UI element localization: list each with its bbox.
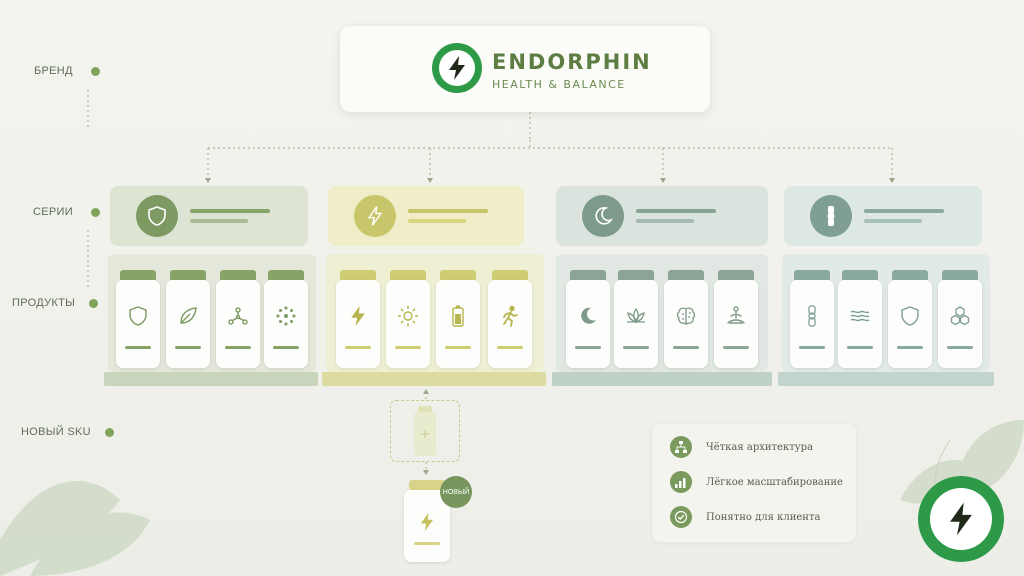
product-bottle bbox=[938, 270, 982, 368]
series-subtitle-bar bbox=[190, 219, 248, 223]
benefit-label: Понятно для клиента bbox=[706, 511, 821, 523]
shelf-sleep bbox=[552, 372, 772, 386]
shelf-immunity bbox=[104, 372, 318, 386]
series-title-bar bbox=[636, 209, 716, 213]
plus-icon: + bbox=[419, 426, 431, 442]
series-icon-badge bbox=[582, 195, 624, 237]
joint-icon bbox=[808, 305, 816, 327]
benefit-label: Чёткая архитектура bbox=[706, 441, 814, 453]
product-bottle bbox=[488, 270, 532, 368]
placeholder-bottle: + bbox=[414, 406, 436, 456]
moon-icon bbox=[581, 307, 596, 324]
corner-brand-logo bbox=[918, 476, 1004, 562]
level-dot bbox=[90, 207, 100, 217]
brand-logo bbox=[432, 43, 482, 93]
dots-circle-icon bbox=[276, 306, 296, 326]
product-bottle bbox=[838, 270, 882, 368]
hierarchy-icon bbox=[670, 436, 692, 458]
level-label-new-sku: НОВЫЙ SKU bbox=[21, 426, 114, 438]
check-circle-icon bbox=[670, 506, 692, 528]
level-label-products: ПРОДУКТЫ bbox=[12, 297, 99, 309]
product-bottle bbox=[566, 270, 610, 368]
series-subtitle-bar bbox=[864, 219, 922, 223]
growth-chart-icon bbox=[670, 471, 692, 493]
level-dot bbox=[90, 66, 100, 76]
leaf-icon bbox=[180, 307, 197, 324]
level-products-text: ПРОДУКТЫ bbox=[12, 297, 76, 309]
product-bottle bbox=[714, 270, 758, 368]
shield-icon bbox=[129, 306, 147, 326]
new-sku-bottle bbox=[404, 480, 450, 562]
product-bottle bbox=[790, 270, 834, 368]
product-bottle bbox=[386, 270, 430, 368]
moon-icon bbox=[595, 207, 613, 225]
waves-icon bbox=[850, 310, 870, 322]
product-bottle bbox=[166, 270, 210, 368]
series-card-immunity bbox=[110, 186, 308, 246]
molecule-icon bbox=[228, 307, 248, 325]
new-sku-slot bbox=[390, 400, 460, 462]
series-icon-badge bbox=[136, 195, 178, 237]
benefits-panel: Чёткая архитектура Лёгкое масштабировани… bbox=[652, 424, 856, 542]
sun-icon bbox=[398, 306, 418, 326]
lightning-icon bbox=[449, 56, 465, 80]
joint-icon bbox=[827, 206, 835, 226]
level-series-text: СЕРИИ bbox=[33, 206, 73, 218]
level-label-brand: БРЕНД bbox=[34, 65, 100, 77]
product-bottle bbox=[888, 270, 932, 368]
lotus-icon bbox=[627, 307, 645, 324]
shield-icon bbox=[148, 206, 166, 226]
benefit-item: Понятно для клиента bbox=[670, 506, 820, 528]
level-dot bbox=[104, 427, 114, 437]
shelf-energy bbox=[322, 372, 546, 386]
new-badge: НОВЫЙ bbox=[440, 476, 472, 508]
lightning-icon bbox=[351, 305, 365, 327]
benefit-item: Чёткая архитектура bbox=[670, 436, 813, 458]
lightning-icon bbox=[367, 206, 383, 226]
lightning-icon bbox=[950, 502, 972, 536]
product-bottle bbox=[614, 270, 658, 368]
series-subtitle-bar bbox=[408, 219, 466, 223]
level-dot bbox=[89, 298, 99, 308]
running-icon bbox=[503, 305, 518, 327]
brand-text: ENDORPHIN HEALTH & BALANCE bbox=[492, 50, 652, 91]
series-icon-badge bbox=[810, 195, 852, 237]
product-bottle bbox=[664, 270, 708, 368]
series-icon-badge bbox=[354, 195, 396, 237]
brand-tagline: HEALTH & BALANCE bbox=[492, 78, 626, 91]
product-bottle bbox=[336, 270, 380, 368]
new-sku-stripe bbox=[414, 542, 440, 545]
series-title-bar bbox=[864, 209, 944, 213]
lightning-icon bbox=[420, 512, 434, 532]
level-brand-text: БРЕНД bbox=[34, 65, 73, 77]
brand-name: ENDORPHIN bbox=[492, 50, 652, 74]
series-card-sleep bbox=[556, 186, 768, 246]
series-card-energy bbox=[328, 186, 524, 246]
shield-icon bbox=[901, 306, 919, 326]
brand-card: ENDORPHIN HEALTH & BALANCE bbox=[340, 26, 710, 112]
product-bottle bbox=[436, 270, 480, 368]
brain-icon bbox=[676, 307, 696, 325]
battery-icon bbox=[452, 305, 464, 327]
product-bottle bbox=[116, 270, 160, 368]
product-bottle bbox=[264, 270, 308, 368]
benefit-item: Лёгкое масштабирование bbox=[670, 471, 843, 493]
series-title-bar bbox=[190, 209, 270, 213]
level-label-series: СЕРИИ bbox=[33, 206, 100, 218]
hexagons-icon bbox=[950, 306, 970, 326]
benefit-label: Лёгкое масштабирование bbox=[706, 476, 843, 488]
shelf-joints bbox=[778, 372, 994, 386]
series-card-joints bbox=[784, 186, 982, 246]
series-title-bar bbox=[408, 209, 488, 213]
series-subtitle-bar bbox=[636, 219, 694, 223]
meditation-icon bbox=[727, 306, 745, 324]
product-bottle bbox=[216, 270, 260, 368]
level-new-sku-text: НОВЫЙ SKU bbox=[21, 426, 91, 438]
